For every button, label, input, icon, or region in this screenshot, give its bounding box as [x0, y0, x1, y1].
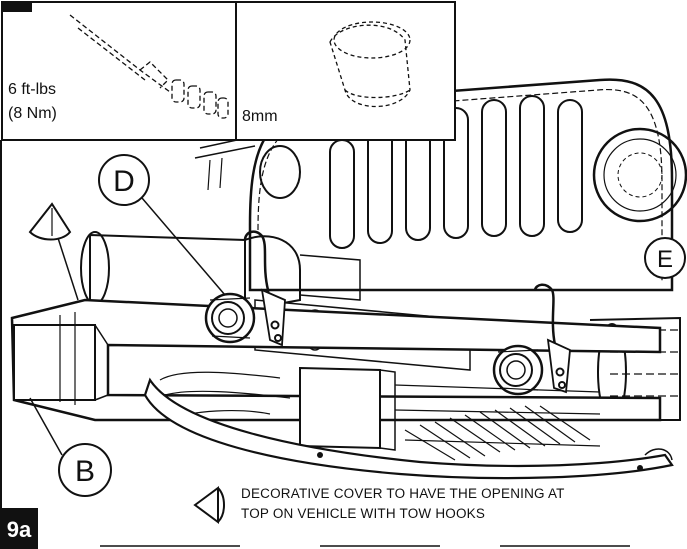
callout-b: B: [75, 455, 95, 488]
grille-slot-5: [481, 99, 507, 237]
torque-wrench-icon: [69, 14, 229, 119]
note-line1: DECORATIVE COVER TO HAVE THE OPENING AT: [241, 486, 565, 501]
left-tow-hook: [204, 230, 286, 347]
step-label: 9a: [7, 517, 32, 542]
callout-e: E: [657, 246, 673, 273]
decorative-cover-icon: [28, 202, 79, 301]
grille: [194, 78, 687, 292]
callout-e-group: E: [644, 237, 686, 279]
right-tow-hook: [492, 283, 571, 396]
torque-spec-line2: (8 Nm): [8, 105, 57, 122]
note-cover-icon: [193, 486, 225, 524]
callout-d: D: [113, 165, 135, 198]
step-badge: 9a: [0, 508, 38, 549]
callout-d-group: D: [98, 154, 226, 296]
grille-slot-7: [557, 99, 583, 233]
skid-plate: [143, 377, 674, 480]
callout-b-group: B: [29, 397, 112, 497]
socket-size-label: 8mm: [242, 108, 278, 125]
grille-slot-6: [519, 95, 545, 237]
note-line2: TOP ON VEHICLE WITH TOW HOOKS: [241, 506, 485, 521]
torque-spec-line1: 6 ft-lbs: [8, 81, 56, 98]
headlight: [592, 127, 687, 223]
tool-spec-box: 6 ft-lbs (8 Nm) 8mm: [1, 1, 456, 141]
socket-icon: [329, 21, 411, 108]
turn-signal: [259, 145, 301, 199]
bumper: [10, 298, 662, 451]
